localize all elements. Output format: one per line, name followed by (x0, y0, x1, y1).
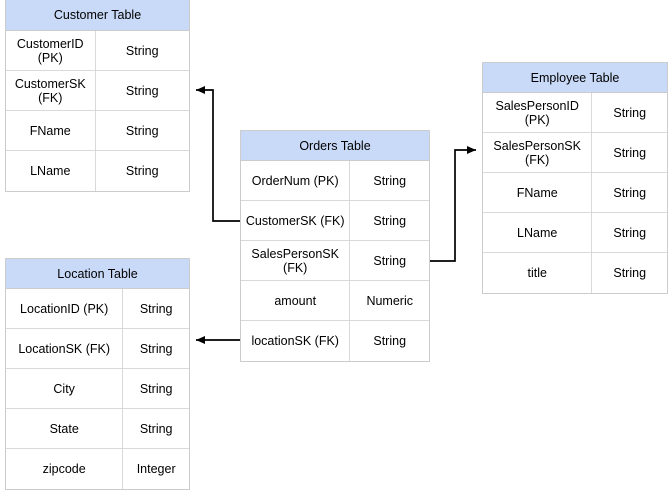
field-type: String (613, 105, 647, 120)
field-name: LName (483, 213, 593, 252)
table-row: CustomerSK (FK) String (241, 201, 429, 241)
table-row: LocationSK (FK) String (6, 329, 189, 369)
field-name: CustomerSK (FK) (6, 71, 96, 110)
field-name: SalesPersonSK (FK) (483, 133, 593, 172)
field-type: String (373, 253, 407, 268)
field-name: FName (6, 111, 96, 150)
field-type: String (125, 43, 159, 58)
field-type: String (613, 185, 647, 200)
table-row: zipcode Integer (6, 449, 189, 489)
field-type: String (139, 341, 173, 356)
field-name: locationSK (FK) (241, 321, 351, 361)
field-name: CustomerID (PK) (6, 31, 96, 70)
connector-orders-customer (196, 86, 240, 222)
entity-table-orders[interactable]: Orders Table OrderNum (PK) String Custom… (240, 130, 430, 362)
field-name: SalesPersonSK (FK) (241, 241, 351, 280)
entity-table-employee[interactable]: Employee Table SalesPersonID (PK) String… (482, 62, 668, 294)
field-type: Integer (136, 462, 176, 476)
field-type: String (125, 123, 159, 138)
field-name: FName (483, 173, 593, 212)
table-row: FName String (483, 173, 667, 213)
field-name: CustomerSK (FK) (241, 201, 351, 240)
field-type: String (125, 83, 159, 98)
table-row: LocationID (PK) String (6, 289, 189, 329)
table-row: City String (6, 369, 189, 409)
field-type: String (373, 173, 407, 188)
table-row: LName String (483, 213, 667, 253)
table-row: CustomerSK (FK) String (6, 71, 189, 111)
field-name: OrderNum (PK) (241, 161, 351, 200)
table-title-location: Location Table (6, 259, 189, 289)
field-type: String (613, 225, 647, 240)
table-row: State String (6, 409, 189, 449)
field-name: zipcode (6, 449, 124, 489)
table-title-customer: Customer Table (6, 0, 189, 31)
field-type: String (139, 381, 173, 396)
table-row: SalesPersonID (PK) String (483, 93, 667, 133)
table-row: title String (483, 253, 667, 293)
table-row: LName String (6, 151, 189, 191)
connector-orders-employee (430, 146, 476, 262)
field-type: String (613, 145, 647, 160)
field-type: String (139, 301, 173, 316)
table-title-orders: Orders Table (241, 131, 429, 161)
field-name: LName (6, 151, 96, 191)
diagram-canvas: Customer Table CustomerID (PK) String Cu… (5, 0, 668, 490)
field-name: LocationID (PK) (6, 289, 124, 328)
field-name: amount (241, 281, 351, 320)
table-row: amount Numeric (241, 281, 429, 321)
field-type: String (613, 266, 647, 280)
table-row: OrderNum (PK) String (241, 161, 429, 201)
entity-table-customer[interactable]: Customer Table CustomerID (PK) String Cu… (5, 0, 190, 192)
field-name: SalesPersonID (PK) (483, 93, 593, 132)
field-name: title (483, 253, 593, 293)
field-name: State (6, 409, 124, 448)
table-row: locationSK (FK) String (241, 321, 429, 361)
table-row: CustomerID (PK) String (6, 31, 189, 71)
field-type: String (125, 164, 159, 178)
table-title-employee: Employee Table (483, 63, 667, 93)
table-row: FName String (6, 111, 189, 151)
table-row: SalesPersonSK (FK) String (483, 133, 667, 173)
field-type: String (373, 334, 407, 348)
field-type: String (373, 213, 407, 228)
table-row: SalesPersonSK (FK) String (241, 241, 429, 281)
field-name: City (6, 369, 124, 408)
entity-table-location[interactable]: Location Table LocationID (PK) String Lo… (5, 258, 190, 490)
field-type: Numeric (366, 293, 413, 308)
field-type: String (139, 421, 173, 436)
field-name: LocationSK (FK) (6, 329, 124, 368)
